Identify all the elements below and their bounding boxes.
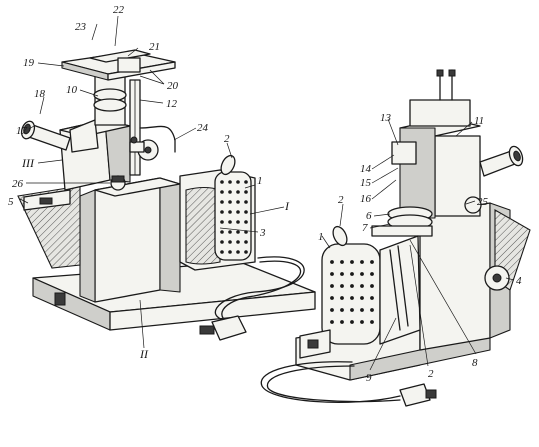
callout-6: 6: [366, 210, 372, 222]
left-main-housing: [79, 177, 181, 303]
knob-cap-icon: [111, 175, 125, 183]
nameplate-icon: [54, 292, 66, 306]
callout-25: 25: [477, 196, 489, 208]
left-column: [93, 74, 141, 176]
callout-17: 17: [16, 125, 28, 137]
callout-19: 19: [23, 57, 35, 69]
callout-III: III: [21, 156, 35, 170]
leader-lines: [19, 15, 515, 371]
left-illuminator-arm: [129, 125, 176, 161]
callout-15: 15: [360, 177, 372, 189]
callout-23: 23: [75, 21, 87, 33]
callout-2-right-top: 2: [338, 194, 344, 206]
right-bracket: [299, 329, 331, 359]
left-power-cable: [199, 256, 305, 341]
knob-25-icon: [464, 196, 482, 214]
callout-II: II: [139, 347, 149, 361]
left-stage: [61, 49, 176, 81]
callout-labels: 23 22 21 19 20 10 18 12 17 24 2 III 26 1…: [8, 4, 522, 384]
adjust-knob-2-icon: [130, 136, 138, 144]
callout-2-left: 2: [224, 133, 230, 145]
callout-4: 4: [516, 275, 522, 287]
callout-1-right: 1: [318, 231, 324, 243]
callout-22: 22: [113, 4, 125, 16]
callout-5: 5: [8, 196, 14, 208]
panel-switch-icon: [39, 197, 53, 205]
left-microscope: [17, 49, 316, 331]
callout-I: I: [284, 199, 290, 213]
callout-26: 26: [12, 178, 24, 190]
callout-24: 24: [197, 122, 209, 134]
right-lamp-housing: [321, 225, 421, 345]
callout-13: 13: [380, 112, 392, 124]
callout-18: 18: [34, 88, 46, 100]
right-upper-frame: [391, 69, 481, 219]
callout-16: 16: [360, 193, 372, 205]
plug-icon: [199, 325, 215, 335]
callout-1-left: 1: [257, 175, 263, 187]
callout-3: 3: [259, 227, 266, 239]
callout-7: 7: [362, 222, 368, 234]
right-stage: [371, 206, 433, 237]
callout-10: 10: [66, 84, 78, 96]
callout-2-right-bottom: 2: [428, 368, 434, 380]
callout-9: 9: [366, 372, 372, 384]
callout-8: 8: [472, 357, 478, 369]
right-power-cable: [260, 361, 437, 407]
right-microscope: [295, 69, 531, 381]
right-plug-icon: [425, 389, 437, 399]
left-eyepiece: [20, 119, 99, 153]
right-eyepiece: [464, 145, 524, 214]
callout-14: 14: [360, 163, 372, 175]
callout-20: 20: [167, 80, 179, 92]
right-pedestal: [419, 202, 531, 351]
callout-11: 11: [474, 115, 484, 127]
callout-12: 12: [166, 98, 178, 110]
left-lamp-housing: [179, 154, 256, 271]
left-side-panel: [17, 185, 81, 269]
callout-21: 21: [149, 41, 160, 53]
